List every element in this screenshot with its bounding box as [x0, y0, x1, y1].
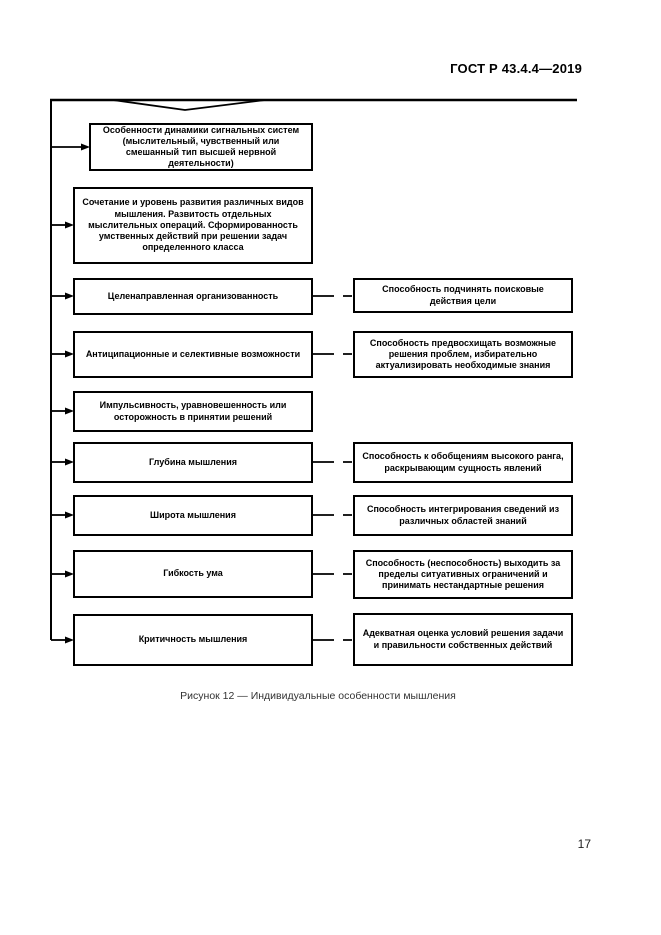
box-adequate-assessment: Адекватная оценка условий решения задачи…: [353, 613, 573, 666]
page-number: 17: [577, 837, 591, 851]
box-impulsiveness: Импульсивность, уравновешенность или ост…: [73, 391, 313, 432]
box-integrate-knowledge: Способность интегрирования сведений из р…: [353, 495, 573, 536]
branch-arrow-row-6: [51, 511, 74, 519]
box-critical-thinking: Критичность мышления: [73, 614, 313, 666]
branch-arrow-row-1: [51, 221, 74, 229]
box-anticipate-solutions: Способность предвосхищать возможные реше…: [353, 331, 573, 378]
branch-arrow-row-8: [51, 636, 74, 644]
box-anticipation: Антиципационные и селективные возможност…: [73, 331, 313, 378]
box-depth-of-thinking: Глубина мышления: [73, 442, 313, 483]
branch-arrow-row-4: [51, 407, 74, 415]
document-code-header: ГОСТ Р 43.4.4—2019: [450, 61, 582, 76]
box-signal-systems: Особенности динамики сигнальных систем (…: [89, 123, 313, 171]
box-breadth-of-thinking: Широта мышления: [73, 495, 313, 536]
branch-arrow-row-2: [51, 292, 74, 300]
branch-arrow-row-3: [51, 350, 74, 358]
branch-arrow-row-5: [51, 458, 74, 466]
box-subordinate-search-actions: Способность подчинять поисковые действия…: [353, 278, 573, 313]
box-nonstandard-decisions: Способность (неспособность) выходить за …: [353, 550, 573, 599]
figure-caption: Рисунок 12 — Индивидуальные особенности …: [180, 690, 456, 702]
branch-arrow-row-0: [51, 143, 90, 151]
box-high-rank-generalization: Способность к обобщениям высокого ранга,…: [353, 442, 573, 483]
continuation-notch: [112, 99, 266, 111]
branch-arrow-row-7: [51, 570, 74, 578]
box-flexibility-of-mind: Гибкость ума: [73, 550, 313, 598]
box-goal-organization: Целенаправленная организованность: [73, 278, 313, 315]
box-thinking-types: Сочетание и уровень развития различных в…: [73, 187, 313, 264]
